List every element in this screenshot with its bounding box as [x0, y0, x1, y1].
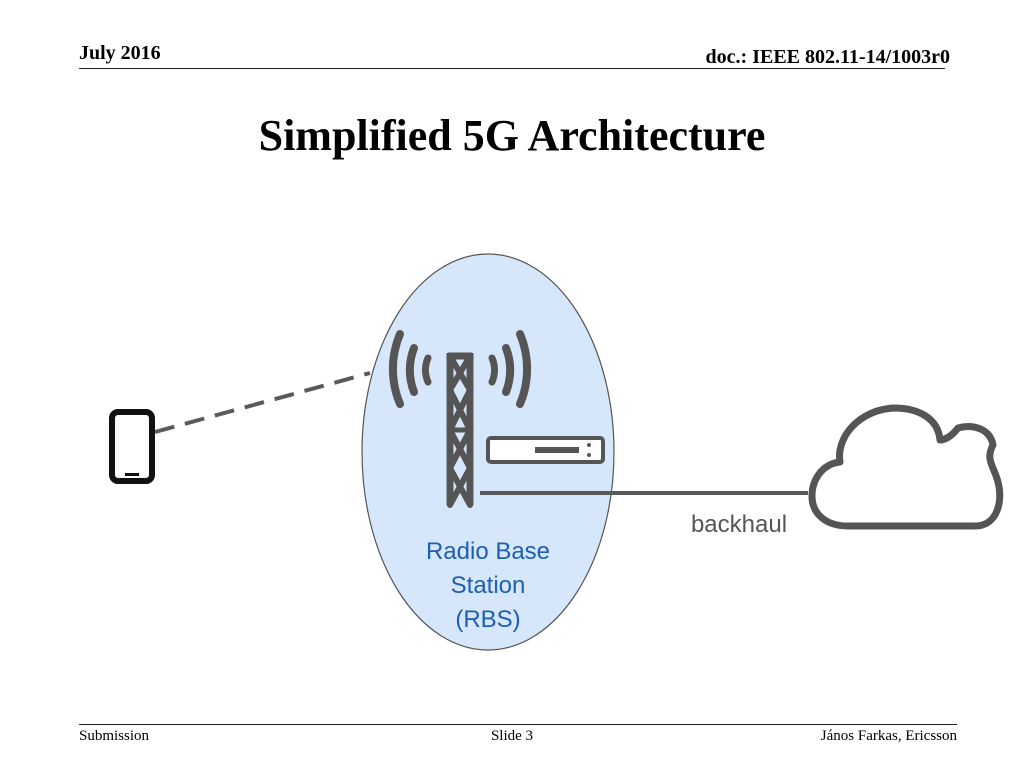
- cloud-icon: [808, 404, 1004, 530]
- rbs-label-line-2: Station: [451, 572, 526, 599]
- wireless-link: [154, 371, 371, 434]
- antenna-tower-icon: [388, 330, 532, 508]
- footer-slide-number: Slide 3: [490, 728, 534, 744]
- phone-icon: [109, 409, 155, 484]
- footer-author: János Farkas, Ericsson: [820, 728, 957, 744]
- header-doc-id: doc.: IEEE 802.11-14/1003r0: [705, 46, 950, 68]
- header-divider: [79, 68, 945, 69]
- footer-divider: [79, 724, 957, 725]
- backhaul-label: backhaul: [691, 511, 787, 538]
- header-date: July 2016: [79, 42, 161, 64]
- slide-title: Simplified 5G Architecture: [258, 111, 766, 160]
- radio-unit-icon: [486, 436, 605, 464]
- rbs-label-line-3: (RBS): [455, 606, 520, 633]
- rbs-label-line-1: Radio Base: [426, 538, 550, 565]
- footer-submission: Submission: [79, 728, 150, 744]
